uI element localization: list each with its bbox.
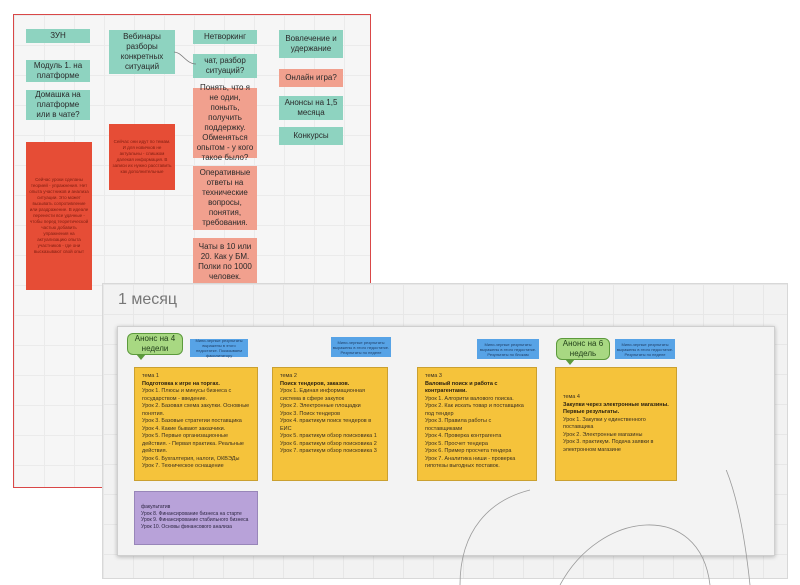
lesson-item: Урок 3. практикум. Подача заявки в элект… [563,439,654,453]
topic-title: Валовый поиск и работа с контрагентами. [425,380,498,395]
lesson-item: Урок 3. Поиск тендеров [280,410,341,417]
blue-note-3[interactable]: Мини-черные результаты выражены в этого … [477,339,539,359]
sticky-red-note-2[interactable]: Сейчас они идут по темам. И для новичков… [109,124,175,190]
topic-card-2[interactable]: тема 2 Поиск тендеров, заказов. Урок 1. … [272,367,388,481]
lesson-item: Урок 3. Базовые стратегии поставщика [142,418,242,424]
topic-card-1[interactable]: тема 1 Подготовка к игре на торгах. Урок… [134,367,258,481]
lesson-item: Урок 4. Какие бывают заказчики. [142,425,226,432]
topic-title: Подготовка к игре на торгах. [142,380,220,387]
lesson-item: Урок 2. Электронные площадки [280,403,361,409]
lesson-item: Урок 5. Первые организационные действия.… [142,433,244,454]
lesson-item: Урок 2. Электронные магазины [563,431,643,438]
lesson-item: Урок 4. практикум поиск тендеров в ЕИС [280,418,372,432]
lesson-item: Урок 1. Алгоритм валового поиска. [425,395,514,402]
lesson-item: Урок 5. Просчет тендера [425,440,488,447]
topic-label: тема 4 [563,394,580,400]
blue-note-2[interactable]: Мини-черные результаты выражены в этого … [331,337,391,357]
sticky-homework[interactable]: Домашка на платформе или в чате? [26,90,90,120]
lesson-item: Урок 1. Единая информационная система в … [280,388,365,402]
callout-announce-4-weeks[interactable]: Анонс на 4 недели [127,333,183,360]
callout-announce-6-weeks[interactable]: Анонс на 6 недель [556,338,610,365]
sticky-online-game[interactable]: Онлайн игра? [279,69,343,87]
sticky-operative-answers[interactable]: Оперативные ответы на технические вопрос… [193,166,257,230]
lesson-item: Урок 10. Основы финансового анализа [141,523,232,530]
lesson-item: Урок 4. Проверка контрагента [425,433,502,439]
lesson-item: Урок 3. Правила работы с поставщиками [425,418,492,432]
topic-card-4[interactable]: тема 4 Закупки через электронные магазин… [555,367,677,481]
sticky-engagement[interactable]: Вовлечение и удержание [279,30,343,58]
lesson-item: Урок 9. Финансирование стабильного бизне… [141,517,249,523]
lesson-item: Урок 6. Пример просчета тендера [425,448,512,454]
lesson-item: Урок 7. Техническое оснащение [142,463,224,469]
topic-title: Закупки через электронные магазины. Перв… [563,401,669,416]
sticky-networking[interactable]: Нетворкинг [193,30,257,44]
lesson-item: Урок 6. практикум обзор поисковика 2 [280,440,377,447]
lesson-item: Урок 7. практикум обзор поисковика 3 [280,448,377,454]
faculty-label: факультатив [141,504,171,510]
sticky-red-note-1[interactable]: Сейчас уроки сделаны теорией - упражнени… [26,142,92,290]
sticky-contests[interactable]: Конкурсы [279,127,343,145]
lesson-item: Урок 1. Закупки у единственного поставщи… [563,416,646,431]
sticky-chat-review[interactable]: чат, разбор ситуаций? [193,54,257,78]
sticky-zun[interactable]: ЗУН [26,29,90,43]
connector-curves [459,470,751,585]
topic-label: тема 3 [425,373,442,379]
lesson-item: Урок 2. Как искать товар и поставщика по… [425,403,524,417]
sticky-chats-note[interactable]: Чаты в 10 или 20. Как у БМ. Полки по 100… [193,238,257,286]
lesson-item: Урок 8. Финансирование бизнеса на старте [141,510,242,517]
topic-label: тема 1 [142,373,159,379]
sticky-announce-1-5[interactable]: Анонсы на 1,5 месяца [279,96,343,120]
topic-title: Поиск тендеров, заказов. [280,380,350,387]
topic-card-3[interactable]: тема 3 Валовый поиск и работа с контраге… [417,367,537,481]
lesson-item: Урок 2. Базовая схема закупки. Основные … [142,403,250,417]
sticky-webinars[interactable]: Вебинары разборы конкретных ситуаций [109,30,175,74]
connector-line [173,51,197,65]
blue-note-4[interactable]: Мини-черные результаты выражены в этого … [615,339,675,359]
blue-note-1[interactable]: Мини-черные результаты выражены в этого … [190,338,248,358]
lesson-item: Урок 5. практикум обзор поисковика 1 [280,433,377,439]
sticky-module1[interactable]: Модуль 1. на платформе [26,60,90,82]
lesson-item: Урок 1. Плюсы и минусы бизнеса с государ… [142,388,232,402]
lesson-item: Урок 7. Аналитика ниши - проверка гипоте… [425,455,516,470]
sticky-faculty[interactable]: факультатив Урок 8. Финансирование бизне… [134,491,258,545]
sticky-understand-note[interactable]: Понять, что я не один, поныть, получить … [193,83,257,162]
topic-label: тема 2 [280,373,297,379]
lesson-item: Урок 6. Бухгалтерия, налоги, ОКВЭДы [142,455,240,462]
section-title: 1 месяц [118,291,178,308]
